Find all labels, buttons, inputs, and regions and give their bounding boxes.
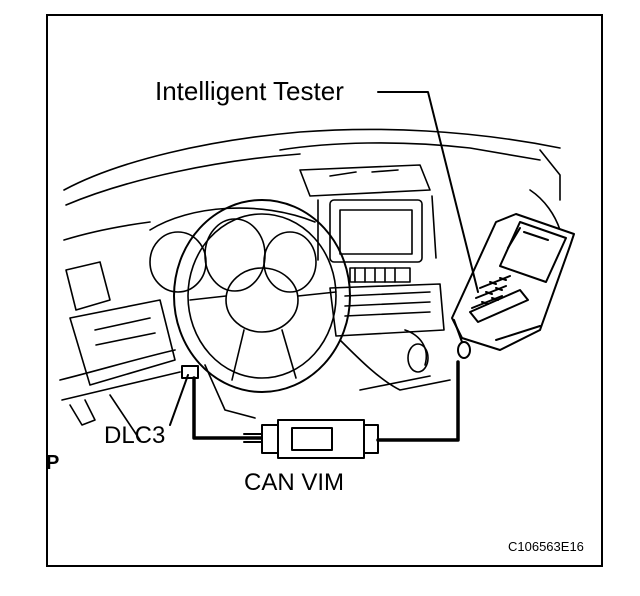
can-vim-module — [243, 419, 379, 459]
dlc3-label: DLC3 — [104, 422, 166, 449]
intelligent-tester-device — [451, 213, 575, 359]
dashboard-outline — [59, 128, 561, 441]
can-vim-label: CAN VIM — [244, 469, 345, 496]
dlc3-cable — [192, 376, 264, 440]
tester-cable — [376, 360, 460, 442]
intelligent-tester-label: Intelligent Tester — [155, 76, 344, 106]
steering-wheel — [173, 199, 351, 419]
figure-frame — [46, 14, 603, 567]
tester-leader-line — [377, 91, 479, 293]
figure-code: C106563E16 — [508, 539, 584, 554]
p-marker: P — [46, 452, 60, 474]
center-console — [299, 164, 451, 391]
dlc3-connector — [169, 365, 199, 426]
